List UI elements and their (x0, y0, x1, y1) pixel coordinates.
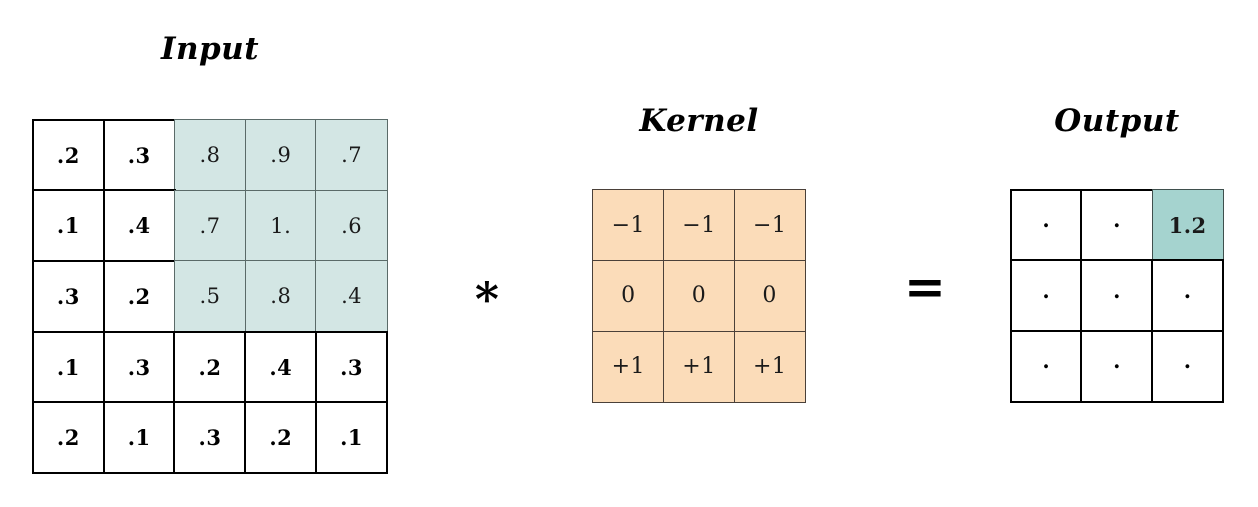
input-cell-r2c3: .8 (244, 260, 317, 333)
input-title: Input (160, 31, 260, 67)
input-cell-r1c4: .6 (315, 189, 388, 262)
input-cell-r3c4: .3 (314, 330, 389, 404)
input-cell-r4c0: .2 (31, 401, 106, 475)
output-cell-r0c1: . (1080, 188, 1154, 262)
output-cell-r0c2: 1.2 (1151, 189, 1224, 262)
output-cell-r2c2: . (1151, 330, 1225, 404)
input-cell-r4c1: .1 (102, 401, 176, 475)
input-cell-r1c2: .7 (173, 189, 247, 262)
output-title: Output (1054, 103, 1180, 139)
kernel-cell-r0c0: −1 (592, 189, 665, 262)
kernel-cell-r0c2: −1 (733, 189, 806, 262)
input-cell-r3c1: .3 (102, 330, 176, 404)
input-cell-r0c0: .2 (31, 118, 106, 192)
kernel-cell-r2c0: +1 (592, 330, 665, 403)
input-cell-r3c2: .2 (173, 330, 247, 404)
input-cell-r2c0: .3 (31, 259, 106, 334)
kernel-cell-r1c1: 0 (662, 259, 736, 333)
input-cell-r2c4: .4 (315, 260, 388, 333)
kernel-cell-r1c2: 0 (733, 259, 806, 333)
kernel-cell-r2c2: +1 (733, 330, 806, 403)
input-cell-r2c1: .2 (102, 259, 176, 334)
output-cell-r1c2: . (1151, 259, 1225, 333)
input-cell-r0c3: .9 (244, 119, 317, 192)
output-cell-r1c1: . (1080, 259, 1154, 333)
equals-operator-icon: = (904, 257, 946, 316)
output-cell-r1c0: . (1009, 259, 1083, 333)
input-cell-r3c3: .4 (244, 330, 318, 404)
input-cell-r0c1: .3 (102, 118, 176, 192)
kernel-title: Kernel (639, 103, 759, 139)
input-cell-r1c0: .1 (31, 189, 106, 263)
output-cell-r0c0: . (1009, 188, 1083, 262)
convolution-operator-icon: ∗ (471, 263, 503, 317)
output-cell-r2c0: . (1009, 330, 1083, 404)
input-cell-r2c2: .5 (173, 260, 247, 333)
kernel-cell-r2c1: +1 (662, 330, 736, 403)
kernel-cell-r0c1: −1 (662, 189, 736, 262)
output-cell-r2c1: . (1080, 330, 1154, 404)
input-cell-r3c0: .1 (31, 330, 106, 404)
input-cell-r4c2: .3 (173, 401, 247, 475)
input-cell-r0c2: .8 (173, 119, 247, 192)
input-cell-r4c3: .2 (244, 401, 318, 475)
kernel-cell-r1c0: 0 (592, 259, 665, 333)
input-cell-r1c3: 1. (244, 189, 317, 262)
output-matrix-grid: ..1.2...... (1009, 188, 1225, 404)
input-cell-r4c4: .1 (314, 401, 389, 475)
input-cell-r0c4: .7 (315, 119, 388, 192)
input-cell-r1c1: .4 (102, 189, 176, 263)
